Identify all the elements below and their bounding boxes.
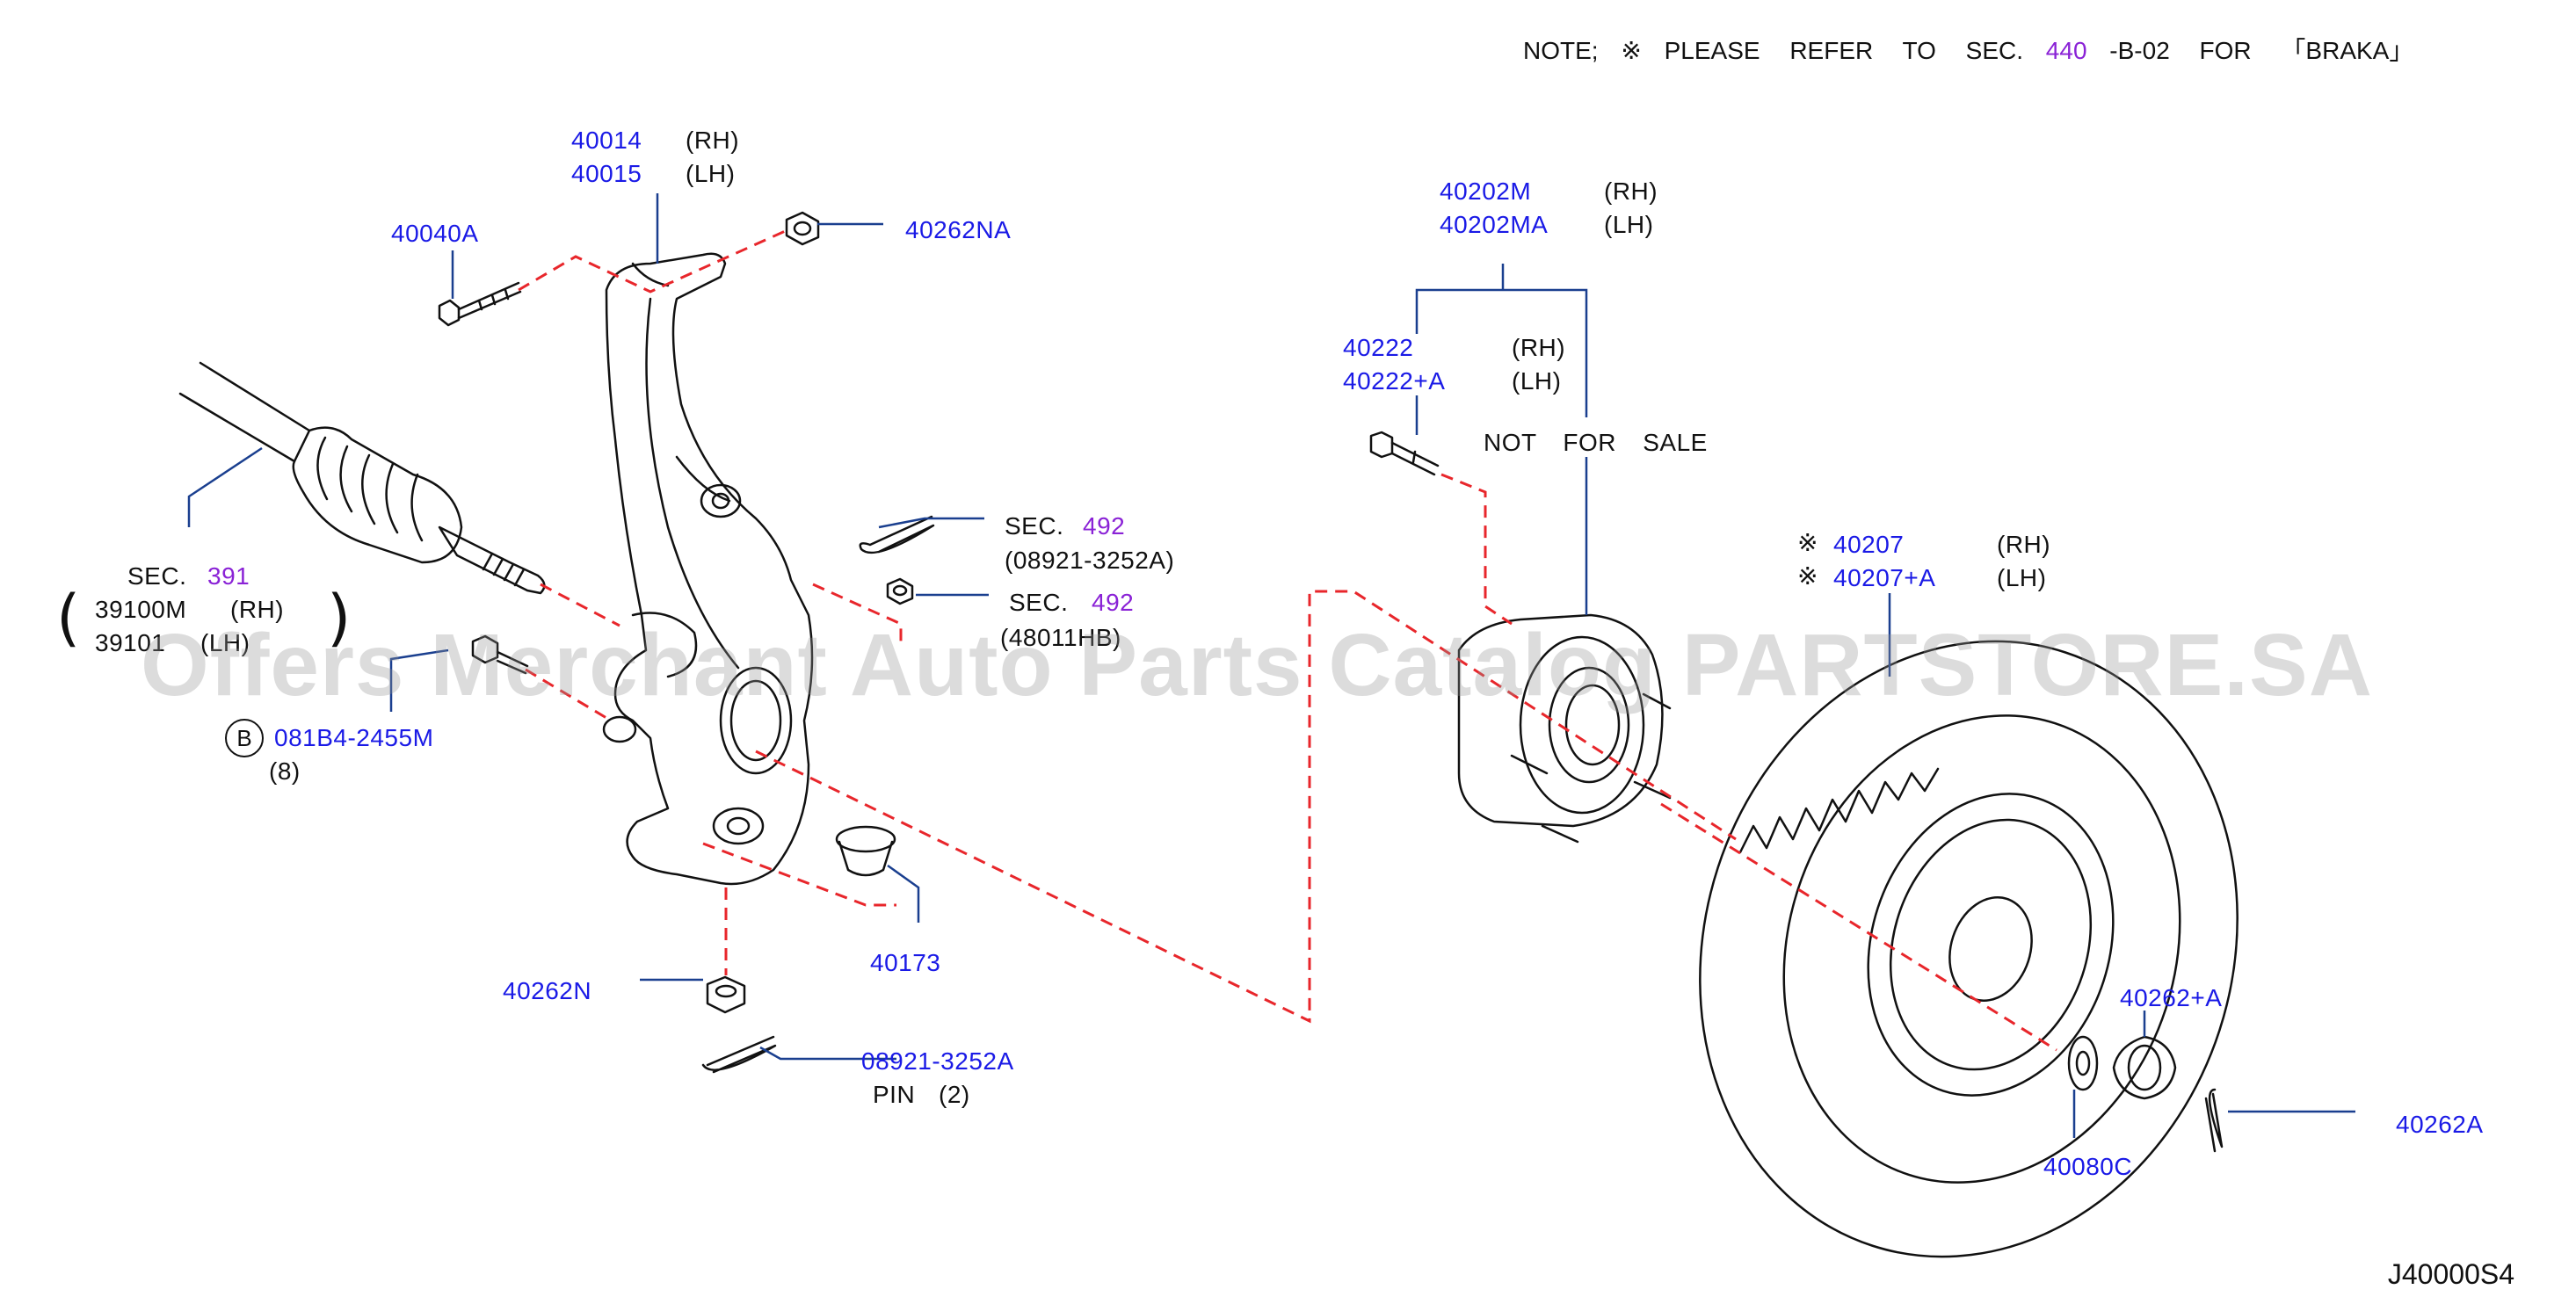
sec-391-link[interactable]: 391 xyxy=(207,562,250,590)
part-40202m-side: (RH) xyxy=(1604,177,1658,205)
part-40202m-link[interactable]: 40202M xyxy=(1440,177,1532,205)
part-081b4-link[interactable]: 081B4-2455M xyxy=(274,724,434,751)
part-40015-link[interactable]: 40015 xyxy=(571,160,642,187)
leader-lines xyxy=(187,193,2355,1138)
part-40207a-link[interactable]: 40207+A xyxy=(1833,564,1936,591)
note-text: PLEASE REFER TO SEC. xyxy=(1664,37,2024,64)
sec-492-upper-label: SEC. xyxy=(1005,512,1064,540)
watermark-text: Offers Merchant Auto Parts Catalog PARTS… xyxy=(141,616,2373,714)
nut-48011hb-shape xyxy=(886,577,914,605)
cotter-pin-lower xyxy=(701,1035,777,1074)
part-40222a-side: (LH) xyxy=(1512,367,1562,395)
brake-rotor xyxy=(1699,640,2239,1258)
part-40015-side: (LH) xyxy=(686,160,736,187)
part-39101-side: (LH) xyxy=(200,629,250,656)
part-40262a-plus-link[interactable]: 40262+A xyxy=(2120,984,2223,1011)
part-40262na-link[interactable]: 40262NA xyxy=(905,216,1012,243)
pin-label: PIN xyxy=(873,1081,916,1108)
nut-40262n-shape xyxy=(706,975,746,1014)
part-40080c-link[interactable]: 40080C xyxy=(2043,1153,2133,1180)
bolt-081b4-shape xyxy=(471,634,529,675)
part-40014-link[interactable]: 40014 xyxy=(571,127,642,154)
drive-shaft xyxy=(178,361,546,595)
sec-492-upper-link[interactable]: 492 xyxy=(1083,512,1126,540)
assembly-lines xyxy=(518,227,2057,1052)
part-40207-side: (RH) xyxy=(1997,531,2051,558)
part-39100m-side: (RH) xyxy=(230,596,285,623)
part-40014-side: (RH) xyxy=(686,127,740,154)
part-40173-link[interactable]: 40173 xyxy=(870,949,941,976)
part-081b4-qty: (8) xyxy=(269,757,301,785)
header-note: NOTE; ※ PLEASE REFER TO SEC. 440 -B-02 F… xyxy=(1523,32,2413,67)
nut-40262na-shape xyxy=(785,211,820,246)
part-08921-link[interactable]: 08921-3252A xyxy=(861,1047,1014,1075)
part-40222a-link[interactable]: 40222+A xyxy=(1343,367,1446,395)
sec-391-label: SEC. xyxy=(127,562,187,590)
hub-bolt-40222-shape xyxy=(1369,431,1440,476)
note-mark: ※ xyxy=(1621,37,1642,64)
note-prefix: NOTE; xyxy=(1523,37,1599,64)
hub-nut-40262a-plus-shape xyxy=(2112,1035,2177,1100)
part-40202ma-link[interactable]: 40202MA xyxy=(1440,211,1549,238)
bolt-40040a-shape xyxy=(438,281,522,327)
steering-knuckle xyxy=(602,252,814,886)
sec-492-lower-label: SEC. xyxy=(1009,589,1069,616)
part-40207a-side: (LH) xyxy=(1997,564,2047,591)
cotter-pin-40262a-shape xyxy=(2204,1088,2224,1153)
not-for-sale-label: NOT FOR SALE xyxy=(1484,429,1708,456)
hub-bearing xyxy=(1457,613,1672,844)
b-circle-mark: B xyxy=(225,719,264,757)
part-40262n-link[interactable]: 40262N xyxy=(503,977,592,1004)
pin-qty: (2) xyxy=(939,1081,970,1108)
note-suffix: -B-02 FOR 「BRAKA」 xyxy=(2109,37,2414,64)
note-sec-link[interactable]: 440 xyxy=(2045,37,2087,64)
part-40207-link[interactable]: 40207 xyxy=(1833,531,1905,558)
sec-492-upper-part: (08921-3252A) xyxy=(1005,547,1175,574)
part-40262a-link[interactable]: 40262A xyxy=(2396,1111,2484,1138)
washer-40080c-shape xyxy=(2067,1035,2099,1091)
part-40222-side: (RH) xyxy=(1512,334,1566,361)
part-40222-link[interactable]: 40222 xyxy=(1343,334,1414,361)
cotter-pin-upper xyxy=(859,515,935,554)
sec-492-lower-link[interactable]: 492 xyxy=(1092,589,1135,616)
part-39101-label: 39101 xyxy=(95,629,166,656)
part-40202ma-side: (LH) xyxy=(1604,211,1654,238)
sec-492-lower-part: (48011HB) xyxy=(1000,624,1121,651)
diagram-code: J40000S4 xyxy=(2387,1258,2514,1290)
part-40040a-link[interactable]: 40040A xyxy=(391,220,479,247)
part-39100m-label: 39100M xyxy=(95,596,187,623)
bushing-40173-shape xyxy=(835,825,896,877)
part-40207-mark: ※ xyxy=(1797,529,1818,556)
part-40207a-mark: ※ xyxy=(1797,562,1818,590)
